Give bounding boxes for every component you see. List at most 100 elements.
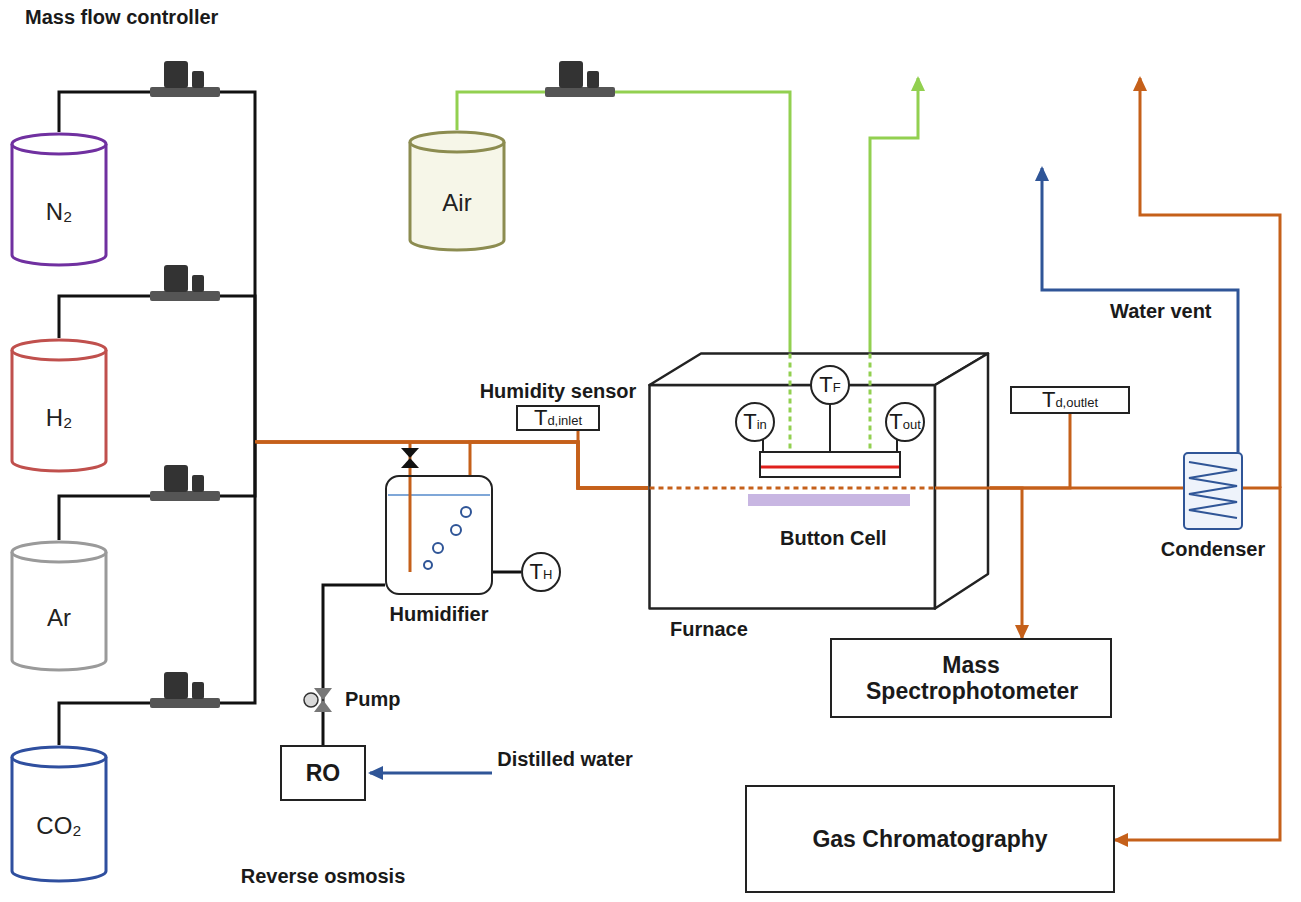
cylinder-body <box>12 757 106 881</box>
mass-flow-controller <box>150 465 220 501</box>
part-label: Distilled water <box>497 748 633 771</box>
fuel-line-inside <box>650 487 936 490</box>
mfc-head <box>192 682 204 699</box>
temperature-symbol: Tout <box>889 409 921 434</box>
button-cell <box>760 452 900 477</box>
temperature-symbol: Tin <box>743 409 767 434</box>
pipe-segment <box>578 431 648 488</box>
node-label: Humidifier <box>390 603 489 626</box>
node-label: H₂ <box>46 404 73 432</box>
thermocouple-circle: Tout <box>885 402 925 442</box>
pipe-segment <box>493 571 521 574</box>
furnace-box: FurnaceTFTinTout <box>648 352 990 610</box>
node-label: RO <box>306 760 341 786</box>
part-label: Button Cell <box>780 527 887 550</box>
pump-symbol <box>304 688 332 712</box>
gas-cylinder: Air <box>408 130 506 252</box>
ro-unit: ROReverse osmosis <box>280 745 366 801</box>
mfc-head <box>192 71 204 88</box>
bubble <box>433 543 443 553</box>
node-label: Reverse osmosis <box>241 865 406 888</box>
pipe-segment <box>255 442 648 488</box>
pipe-connector <box>59 442 648 745</box>
thermocouple-circle: TF <box>810 365 850 405</box>
valve-half <box>401 458 419 468</box>
pipe-segment <box>255 442 648 488</box>
humidifier-water <box>388 442 490 572</box>
water-level <box>388 494 490 496</box>
mfc-head <box>587 71 599 88</box>
cylinder-top <box>12 542 106 562</box>
node-label: Humidity sensor <box>480 380 637 403</box>
temperature-symbol: Td,inlet <box>534 405 582 430</box>
condenser-coil: Condenser <box>1183 452 1243 530</box>
node-label: Air <box>442 189 471 217</box>
mass-flow-controller <box>150 672 220 708</box>
mfc-body <box>150 491 220 501</box>
thermocouple-circle: Tin <box>735 402 775 442</box>
mfc-head <box>164 672 188 699</box>
cylinder-top <box>410 132 504 152</box>
mass-flow-controller <box>150 265 220 301</box>
sensor-box: Humidity sensorTd,inlet <box>516 405 600 431</box>
part-label: Water vent <box>1110 300 1212 323</box>
mfc-body <box>545 87 615 97</box>
fuel-line-inside <box>935 487 990 490</box>
pipe-connector <box>493 572 521 573</box>
water-vent-line <box>1042 168 1238 452</box>
sensor-box: Td,outlet <box>1010 386 1130 414</box>
part-label: Pump <box>345 688 401 711</box>
pipe-connector <box>470 442 648 488</box>
mfc-body <box>150 87 220 97</box>
condenser-shell <box>1184 453 1242 529</box>
thermocouple-stem <box>829 405 831 452</box>
instrument-box: Mass Spectrophotometer <box>830 638 1112 718</box>
pipe-connector <box>990 414 1070 488</box>
mass-flow-controller <box>150 61 220 97</box>
temperature-symbol: Td,outlet <box>1042 387 1098 412</box>
part-label: Mass flow controller <box>25 6 218 29</box>
mfc-body <box>150 291 220 301</box>
pipe-segment <box>323 585 385 745</box>
electrolyte-layer <box>761 466 899 469</box>
pipe-segment <box>255 442 648 488</box>
mfc-body <box>150 698 220 708</box>
gas-cylinder: Ar <box>10 540 108 672</box>
pipe-segment <box>990 487 1183 490</box>
pipe-segment <box>457 92 790 352</box>
air-line-inside <box>869 354 872 453</box>
node-label: Condenser <box>1161 538 1265 561</box>
mfc-head <box>164 61 188 88</box>
node-label: CO₂ <box>36 812 81 840</box>
pipe-connector <box>990 488 1183 489</box>
bubble <box>461 507 471 517</box>
valve-symbol <box>401 448 419 468</box>
fuel-exhaust-line <box>1140 78 1280 488</box>
mfc-head <box>164 265 188 292</box>
pipe-connector <box>578 431 648 488</box>
air-exhaust-line <box>870 78 918 352</box>
furnace-side <box>935 354 988 609</box>
temperature-symbol: TF <box>819 372 840 397</box>
cylinder-body <box>12 144 106 265</box>
furnace-front <box>650 385 936 609</box>
mass-flow-controller <box>545 61 615 97</box>
cylinder-body <box>410 142 504 250</box>
temperature-symbol: TH <box>530 559 553 584</box>
cylinder-body <box>12 350 106 471</box>
pump-head <box>304 693 318 707</box>
instrument-box: Gas Chromatography <box>745 785 1115 893</box>
node-label: Mass Spectrophotometer <box>866 652 1076 705</box>
cylinder-top <box>12 747 106 767</box>
thermocouple-circle: TH <box>521 552 561 592</box>
cell-holder-plate <box>748 494 910 506</box>
mfc-head <box>192 475 204 492</box>
node-label: Gas Chromatography <box>812 826 1047 852</box>
cylinder-top <box>12 340 106 360</box>
pipe-segment <box>990 488 1022 638</box>
mfc-head <box>164 465 188 492</box>
bubble <box>424 561 432 569</box>
air-line-inside <box>789 354 792 453</box>
pipe-connector <box>59 442 648 540</box>
node-label: Ar <box>47 604 71 632</box>
